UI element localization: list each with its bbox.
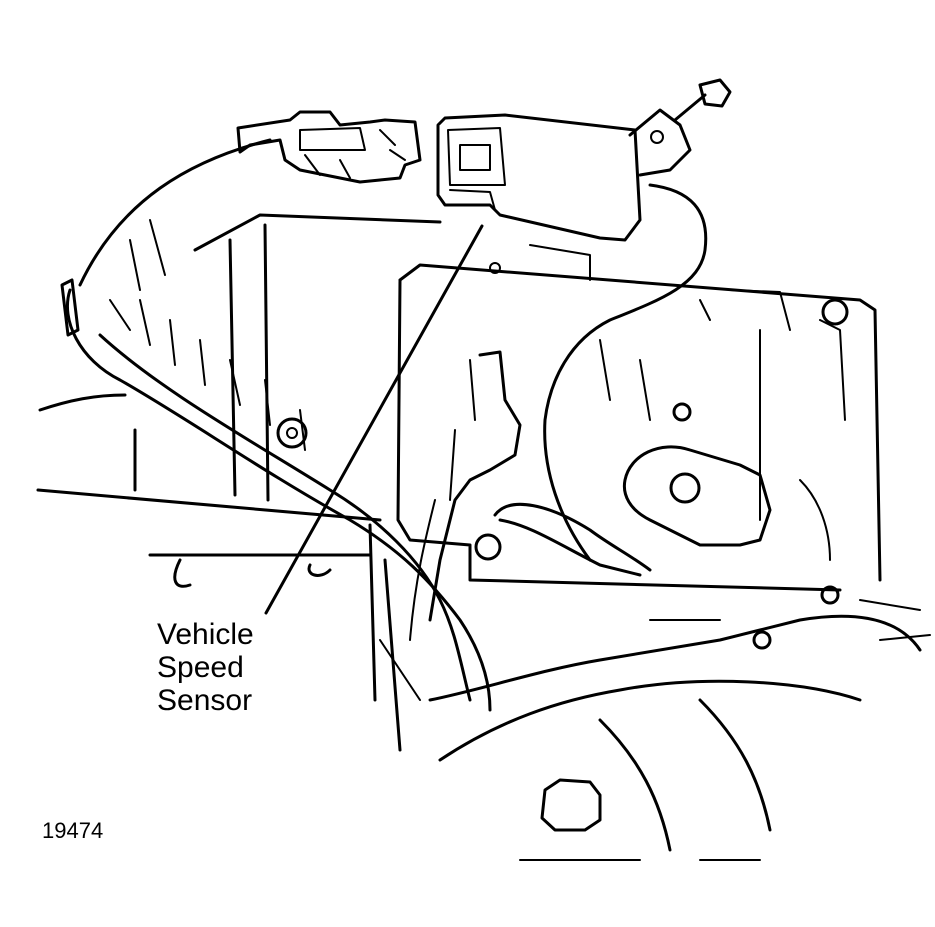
connector-lead-sleeve	[498, 518, 642, 577]
center-wire-bundle	[428, 350, 522, 622]
connector-top-left	[236, 110, 422, 184]
valve-cover-bolt	[540, 778, 602, 832]
case-bolt-lower-right	[820, 585, 840, 605]
mount-screw	[673, 78, 732, 122]
transmission-case	[193, 213, 882, 592]
figure-number: 19474	[42, 818, 104, 843]
callout-line-2: Speed	[157, 651, 244, 684]
sensor-mount-hole	[489, 262, 501, 274]
center-wire-detail	[409, 359, 476, 641]
callout-line-1: Vehicle	[157, 618, 254, 651]
case-stud	[672, 402, 692, 422]
lower-housing	[368, 523, 922, 852]
case-bolt-right	[821, 298, 849, 326]
harness-clip-left	[60, 278, 80, 337]
sensor-lead-wire	[543, 183, 708, 562]
callout-line-3: Sensor	[157, 684, 253, 717]
secondary-connector	[622, 445, 772, 547]
vehicle-speed-sensor	[436, 113, 642, 242]
sensor-connector-face	[447, 127, 506, 211]
harness-lower-edge	[98, 333, 472, 702]
sensor-mount-tab	[628, 108, 692, 177]
background-details	[379, 479, 931, 861]
connector-top-left-detail	[299, 127, 406, 179]
connector-lead	[493, 502, 652, 572]
case-ribs	[529, 244, 846, 521]
callout-leader-line	[264, 224, 484, 615]
mount-hole	[650, 130, 664, 144]
case-bolt-left-center	[286, 427, 298, 439]
callout-label: Vehicle Speed Sensor	[157, 618, 254, 717]
case-bolt-lower	[474, 533, 502, 561]
case-bolt-left	[276, 417, 308, 449]
frame-rail	[36, 393, 382, 588]
connector-plug	[669, 472, 701, 504]
lower-bolt	[752, 630, 772, 650]
